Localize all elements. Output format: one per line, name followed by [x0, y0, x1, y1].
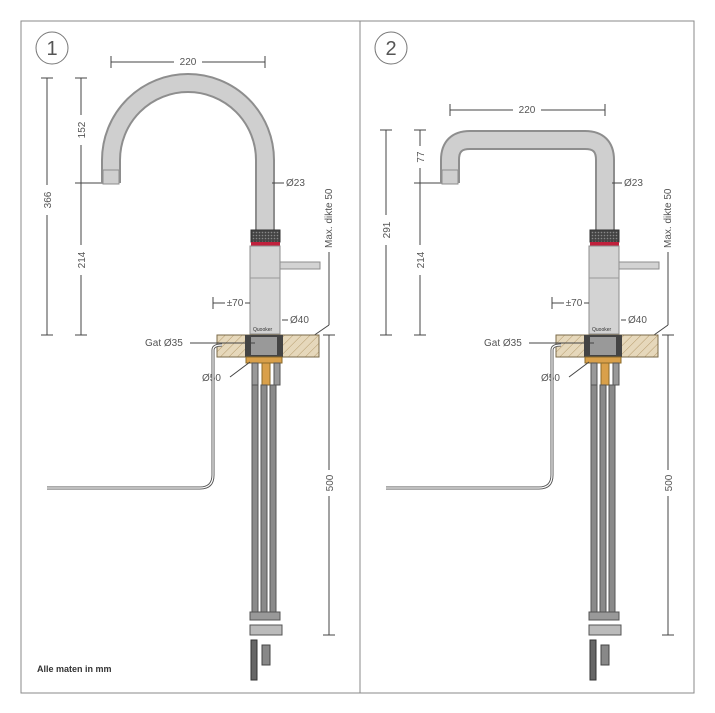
hole-label: Gat Ø35	[145, 338, 183, 349]
panel-number: 1	[46, 38, 57, 60]
footer-note: Alle maten in mm	[37, 664, 112, 674]
spout-diameter-label: Ø23	[624, 178, 643, 189]
panel-number-badge	[374, 31, 408, 65]
hose-connector	[588, 624, 622, 636]
panel-1: 1 220 366 152 214 Ø23	[35, 31, 336, 681]
width-label: 220	[180, 57, 197, 68]
width-label: 220	[519, 105, 536, 116]
max-thickness-label: Max. dikte 50	[324, 188, 335, 248]
offset-label: ±70	[566, 298, 583, 309]
brand-label: Quooker	[253, 327, 273, 333]
offset-label: ±70	[227, 298, 244, 309]
base-diameter-label: Ø40	[628, 315, 647, 326]
panel-2: 2 220 291 77 214 Ø23 Quooker	[374, 31, 675, 681]
hoses	[251, 384, 277, 616]
spout-diameter-label: Ø23	[286, 178, 305, 189]
flange	[584, 356, 622, 364]
max-thickness-label: Max. dikte 50	[663, 188, 674, 248]
accent-ring	[590, 242, 619, 246]
spout	[440, 130, 615, 230]
hoses	[590, 384, 616, 616]
total-height-label: 291	[382, 221, 393, 238]
hole-label: Gat Ø35	[484, 338, 522, 349]
knurled-ring	[589, 229, 620, 243]
panel-number-badge	[35, 31, 69, 65]
brand-label: Quooker	[592, 327, 612, 333]
tap-body	[588, 245, 620, 335]
total-height-label: 366	[43, 191, 54, 208]
tap-handle	[279, 261, 321, 270]
hose-length-label: 500	[325, 474, 336, 491]
base-diameter-label: Ø40	[290, 315, 309, 326]
hose-length-label: 500	[664, 474, 675, 491]
spout-height-label: 77	[416, 151, 427, 163]
panel-number: 2	[385, 38, 396, 60]
body-height-label: 214	[416, 251, 427, 268]
tap-handle	[618, 261, 660, 270]
body-height-label: 214	[77, 251, 88, 268]
hose-connector	[249, 624, 283, 636]
flange	[245, 356, 283, 364]
tap-body	[249, 245, 281, 335]
spout-height-label: 152	[77, 121, 88, 138]
drawing-frame	[20, 20, 695, 694]
accent-ring	[251, 242, 280, 246]
knurled-ring	[250, 229, 281, 243]
